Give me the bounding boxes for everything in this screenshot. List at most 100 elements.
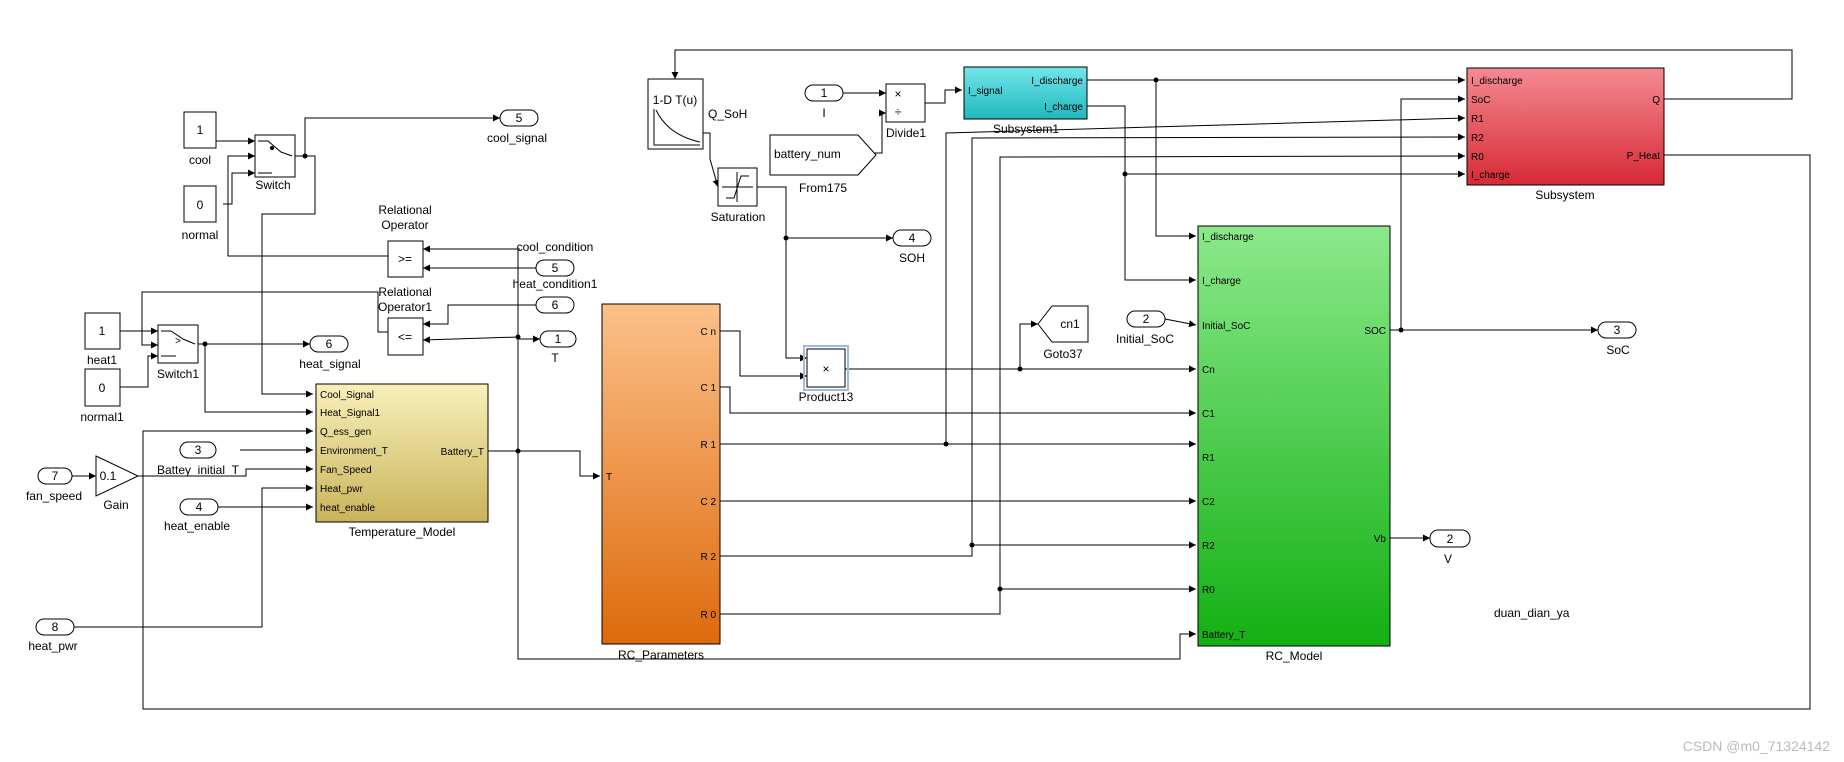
port-r2: R2 — [1202, 541, 1215, 552]
port-i-discharge: I_discharge — [1031, 76, 1083, 87]
inport-battey-initial-t[interactable]: 3 Battey_initial_T — [157, 441, 240, 477]
svg-text:6: 6 — [552, 298, 559, 312]
inport-fan-speed[interactable]: 7 fan_speed — [26, 467, 82, 503]
svg-text:7: 7 — [52, 469, 59, 483]
port-i-charge: I_charge — [1044, 102, 1083, 113]
saturation-block[interactable]: Saturation — [711, 167, 766, 224]
svg-text:V: V — [1444, 552, 1452, 566]
port-battery-t: Battery_T — [1202, 630, 1245, 641]
switch1-block[interactable]: > Switch1 — [157, 324, 199, 381]
wire-junctions — [202, 77, 1404, 592]
port-r2: R2 — [1471, 133, 1484, 144]
outport-t[interactable]: 1 T — [539, 330, 577, 365]
relational-operator[interactable]: Relational Operator >= — [378, 203, 432, 278]
svg-text:Initial_SoC: Initial_SoC — [1116, 332, 1174, 346]
constant-cool[interactable]: 1 cool — [183, 111, 217, 167]
rc-parameters-block[interactable]: T C n C 1 R 1 C 2 R 2 R 0 RC_Parameters — [601, 303, 721, 662]
svg-text:1: 1 — [99, 324, 106, 338]
inport-heat-pwr[interactable]: 8 heat_pwr — [28, 618, 78, 653]
svg-text:4: 4 — [909, 231, 916, 245]
goto-block-cn1[interactable]: cn1 Goto37 — [1037, 305, 1089, 361]
svg-text:battery_num: battery_num — [774, 147, 841, 161]
constant-normal[interactable]: 0 normal — [182, 185, 219, 242]
svg-text:Relational: Relational — [378, 203, 431, 217]
port-battery-t: Battery_T — [441, 447, 484, 458]
inport-heat-enable[interactable]: 4 heat_enable — [164, 498, 230, 533]
svg-text:normal1: normal1 — [80, 410, 124, 424]
subsystem-block[interactable]: I_discharge SoC R1 R2 R0 I_charge Q P_He… — [1466, 67, 1665, 202]
outport-soc[interactable]: 3 SoC — [1597, 321, 1637, 357]
subsystem1-block[interactable]: I_signal I_discharge I_charge Subsystem1 — [963, 66, 1088, 136]
svg-text:Operator: Operator — [381, 218, 428, 232]
port-vb: Vb — [1374, 534, 1387, 545]
port-fan-speed: Fan_Speed — [320, 465, 372, 476]
svg-text:Subsystem1: Subsystem1 — [993, 122, 1059, 136]
svg-text:heat_signal: heat_signal — [299, 357, 360, 371]
relational-operator1[interactable]: Relational Operator1 <= — [378, 285, 432, 356]
svg-text:Product13: Product13 — [799, 390, 854, 404]
svg-text:I: I — [822, 106, 825, 120]
signal-wires — [72, 49, 1811, 710]
svg-text:1: 1 — [555, 332, 562, 346]
inport-cool-condition[interactable]: cool_condition 6 — [517, 240, 594, 314]
annotation-duan-dian-ya: duan_dian_ya — [1494, 606, 1570, 620]
port-i-discharge: I_discharge — [1202, 232, 1254, 243]
svg-text:Relational: Relational — [378, 285, 431, 299]
svg-text:heat1: heat1 — [87, 353, 117, 367]
svg-text:1: 1 — [821, 86, 828, 100]
svg-text:Divide1: Divide1 — [886, 126, 926, 140]
svg-text:RC_Parameters: RC_Parameters — [618, 648, 704, 662]
temperature-model-block[interactable]: Cool_Signal Heat_Signal1 Q_ess_gen Envir… — [315, 383, 489, 539]
port-p-heat: P_Heat — [1627, 151, 1661, 162]
svg-text:2: 2 — [1447, 532, 1454, 546]
constant-heat1[interactable]: 1 heat1 — [84, 312, 121, 367]
svg-text:8: 8 — [52, 620, 59, 634]
port-t: T — [606, 472, 612, 483]
divide1-block[interactable]: × ÷ Divide1 — [885, 83, 926, 140]
svg-text:3: 3 — [1614, 323, 1621, 337]
svg-text:5: 5 — [516, 111, 523, 125]
svg-text:From175: From175 — [799, 181, 847, 195]
inport-initial-soc[interactable]: 2 Initial_SoC — [1116, 310, 1174, 346]
port-r0: R0 — [1202, 585, 1215, 596]
svg-text:Gain: Gain — [103, 498, 128, 512]
svg-text:Q_SoH: Q_SoH — [708, 107, 747, 121]
svg-text:Goto37: Goto37 — [1043, 347, 1083, 361]
port-cn: C n — [700, 327, 716, 338]
from-block-battery-num[interactable]: battery_num From175 — [769, 134, 877, 195]
port-soc-out: SOC — [1364, 326, 1386, 337]
port-c2: C 2 — [700, 497, 716, 508]
svg-text:×: × — [894, 87, 901, 101]
svg-text:Saturation: Saturation — [711, 210, 766, 224]
svg-text:Temperature_Model: Temperature_Model — [349, 525, 456, 539]
svg-text:Switch1: Switch1 — [157, 367, 199, 381]
outport-soh[interactable]: 4 SOH — [892, 229, 932, 265]
port-i-signal: I_signal — [968, 86, 1002, 97]
switch-block[interactable]: Switch — [254, 134, 296, 192]
svg-text:heat_enable: heat_enable — [164, 519, 230, 533]
port-r1: R1 — [1202, 453, 1215, 464]
gain-block[interactable]: 0.1 Gain — [95, 455, 140, 512]
port-heat-enable: heat_enable — [320, 503, 375, 514]
lookup-table-q-soh[interactable]: 1-D T(u) Q_SoH — [647, 78, 747, 150]
svg-text:heat_condition1: heat_condition1 — [513, 277, 598, 291]
product13-block[interactable]: × Product13 — [799, 345, 854, 404]
svg-text:SoC: SoC — [1606, 343, 1630, 357]
svg-text:0.1: 0.1 — [100, 469, 117, 483]
outport-cool-signal[interactable]: 5 cool_signal — [487, 109, 547, 145]
svg-text:cool_signal: cool_signal — [487, 131, 547, 145]
constant-normal1[interactable]: 0 normal1 — [80, 368, 124, 424]
svg-text:1-D T(u): 1-D T(u) — [653, 93, 697, 107]
inport-i[interactable]: 1 I — [804, 84, 844, 120]
svg-text:normal: normal — [182, 228, 219, 242]
svg-text:RC_Model: RC_Model — [1266, 649, 1323, 663]
port-i-charge: I_charge — [1202, 276, 1241, 287]
svg-text:4: 4 — [196, 500, 203, 514]
outport-heat-signal[interactable]: 6 heat_signal — [299, 335, 361, 371]
rc-model-block[interactable]: I_discharge I_charge Initial_SoC Cn C1 R… — [1197, 225, 1391, 663]
svg-text:heat_pwr: heat_pwr — [28, 639, 77, 653]
svg-text:cool: cool — [189, 153, 211, 167]
port-initial-soc: Initial_SoC — [1202, 321, 1250, 332]
outport-v[interactable]: 2 V — [1429, 529, 1471, 566]
inport-heat-condition1[interactable]: 5 heat_condition1 — [513, 259, 598, 291]
